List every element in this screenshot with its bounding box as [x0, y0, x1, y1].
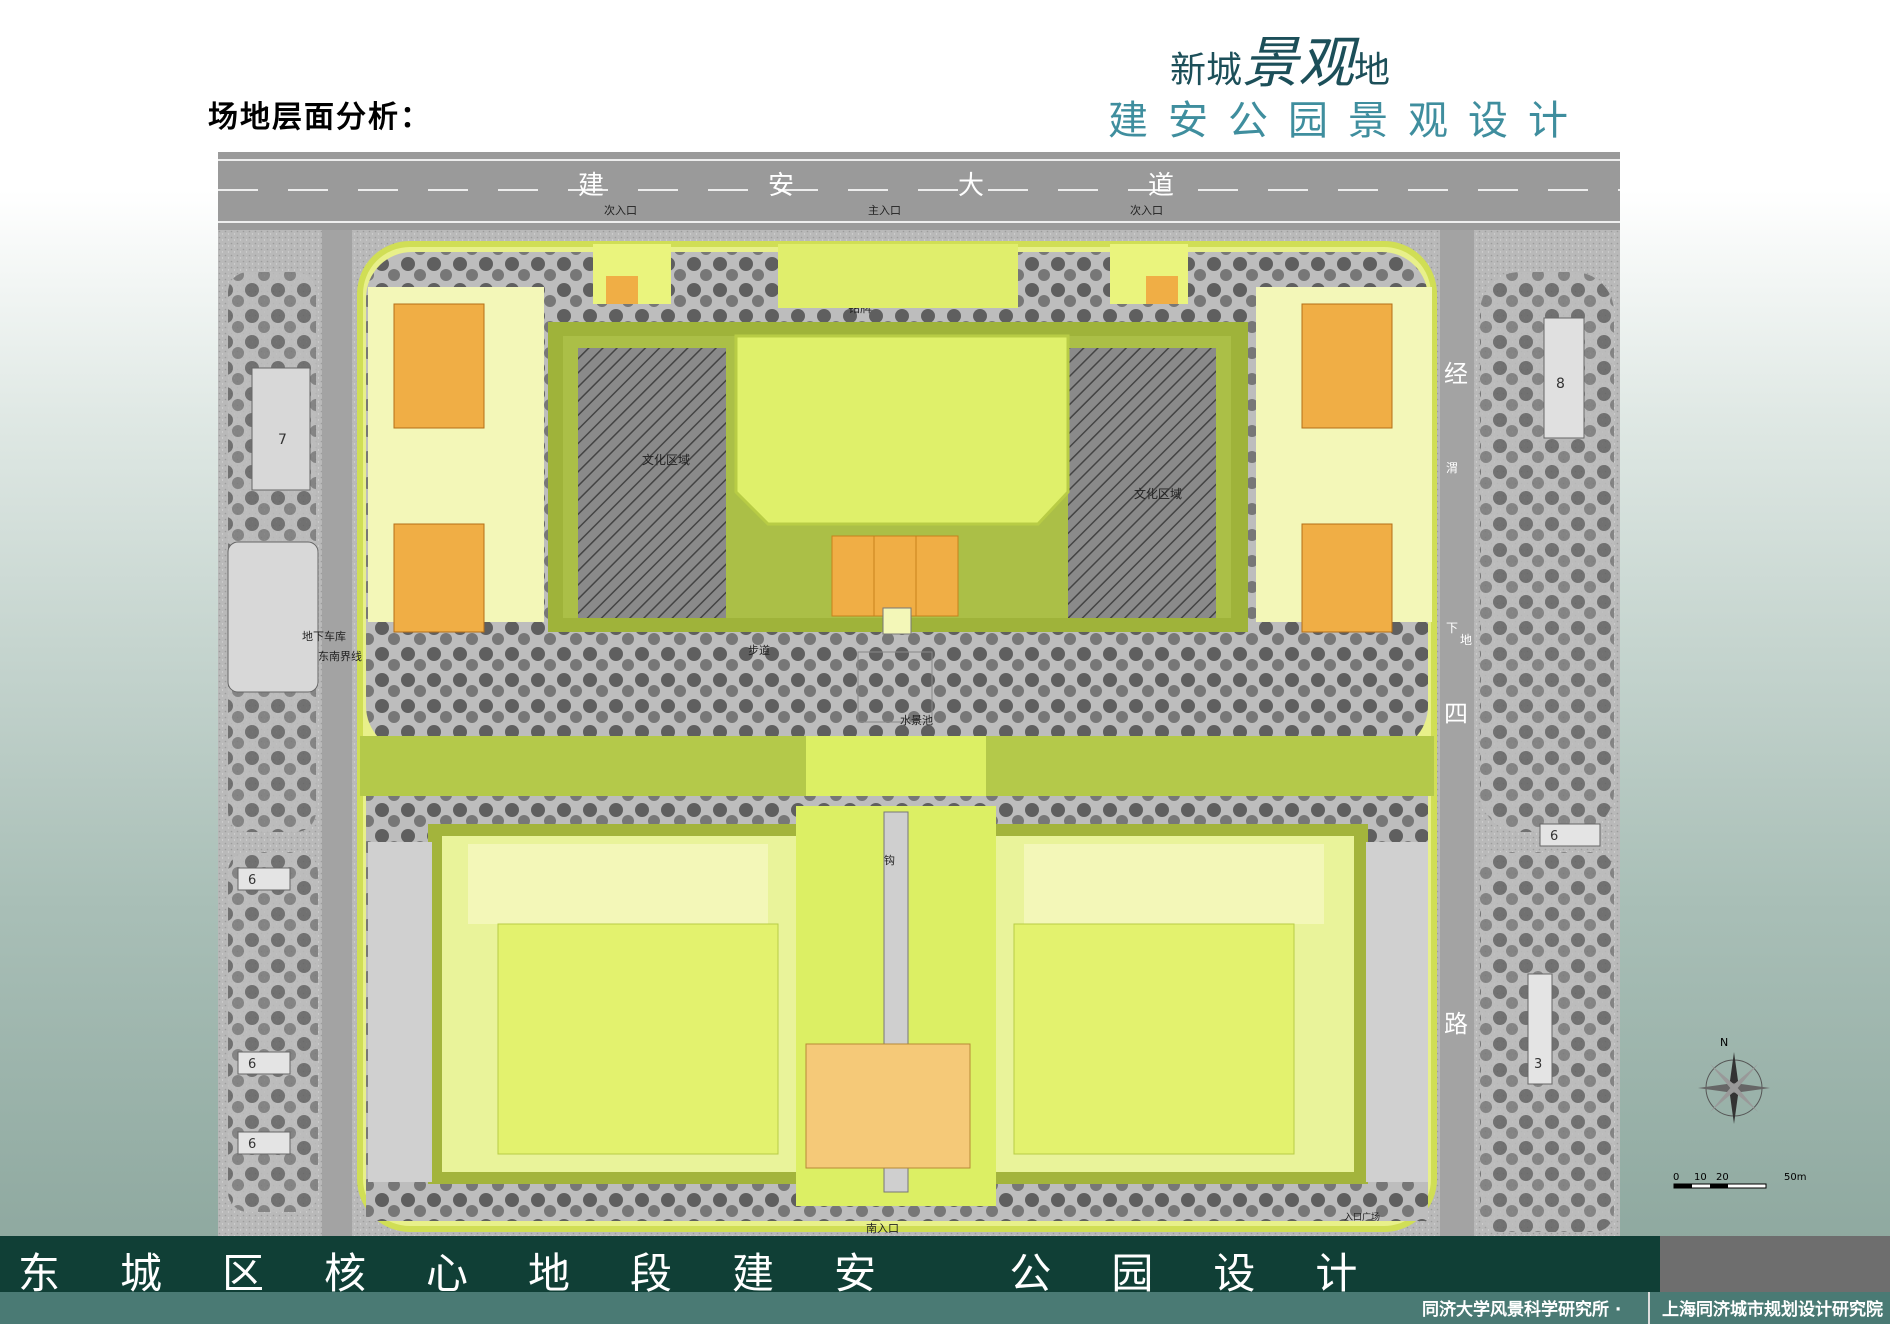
- central-axis-north: [806, 736, 986, 806]
- building-number-8: 8: [1556, 376, 1565, 392]
- right-road-char-3: 路: [1444, 1010, 1468, 1038]
- bridge-label: 钩: [884, 853, 895, 867]
- lawn-sw: [468, 844, 768, 924]
- entrance-right-label: 次入口: [1130, 203, 1163, 217]
- institution-right: 上海同济城市规划设计研究院: [1662, 1300, 1883, 1320]
- parking-label: 地下车库: [302, 629, 346, 643]
- water-feature-label: 水景池: [900, 714, 933, 727]
- footer-title: 东城区核心地段建安 公园设计: [18, 1249, 1418, 1298]
- brand-logo: 新城景观地: [1170, 18, 1390, 99]
- right-road-small-2: 下: [1446, 621, 1458, 635]
- central-lawn: [734, 334, 1070, 526]
- entrance-main-label: 主入口: [868, 204, 901, 217]
- cultural-area-right-label: 文化区域: [1134, 486, 1182, 501]
- institution-separator: [1648, 1292, 1650, 1324]
- path-label: 步道: [748, 643, 770, 657]
- brand-small: 新城: [1170, 50, 1243, 91]
- entrance-left-label: 次入口: [604, 203, 637, 217]
- building-number-7: 7: [278, 432, 287, 448]
- scale-bar: [1673, 1183, 1767, 1189]
- compass-label: N: [1720, 1036, 1728, 1049]
- road-char-3: 大: [958, 171, 984, 201]
- footer-bar: 东城区核心地段建安 公园设计: [0, 1236, 1890, 1298]
- right-road-char-2: 四: [1444, 700, 1468, 728]
- cultural-area-left-label: 文化区域: [642, 452, 690, 467]
- right-road-small-1: 渭: [1446, 461, 1458, 475]
- project-subtitle: 建安公园景观设计: [1108, 98, 1588, 144]
- building-number-6b: 6: [248, 1057, 256, 1072]
- road-char-1: 建: [578, 171, 604, 201]
- right-road-small-3: 地: [1460, 633, 1472, 647]
- institution-left: 同济大学风景科学研究所 ·: [1422, 1300, 1622, 1320]
- brand-large: 景观: [1242, 31, 1355, 96]
- lawn-sw-main: [497, 923, 779, 1155]
- sheet-title: 场地层面分析：: [208, 100, 432, 135]
- north-arrow-icon: N: [1698, 1036, 1770, 1124]
- site-plan: 7 6 6 6 8 6 3 铭牌 文化区域 文化区域 水景池 步道 地下车库 东…: [218, 152, 1620, 1236]
- scale-label-10: 10: [1694, 1172, 1707, 1183]
- footer-gray-block: [1660, 1236, 1890, 1292]
- lawn-se: [1024, 844, 1324, 924]
- road-char-2: 安: [768, 171, 794, 201]
- south-pavilion: [805, 1043, 971, 1169]
- pavilion-se: [1301, 523, 1393, 633]
- road-char-4: 道: [1148, 171, 1174, 201]
- water-feature: [857, 651, 933, 723]
- right-road-char-1: 经: [1444, 360, 1468, 388]
- central-pavilion: [831, 535, 959, 617]
- pavilion-sw: [393, 523, 485, 633]
- lawn-se-main: [1013, 923, 1295, 1155]
- building-number-6d: 6: [1550, 829, 1558, 844]
- south-entrance-label: 南入口: [866, 1222, 899, 1235]
- brand-suffix: 地: [1354, 50, 1391, 91]
- pavilion-nw: [393, 303, 485, 429]
- scale-label-0: 0: [1673, 1172, 1680, 1183]
- cultural-area-left: [578, 348, 726, 618]
- building-number-6c: 6: [248, 1137, 256, 1152]
- scale-label-50: 50m: [1784, 1172, 1807, 1183]
- corner-small-label: 入口广场: [1344, 1211, 1380, 1223]
- cultural-area-right: [1068, 348, 1216, 618]
- left-road: [322, 230, 352, 1236]
- jingsi-road: [1440, 230, 1474, 1236]
- boundary-label: 东南界线: [318, 649, 362, 663]
- building-number-3: 3: [1534, 1057, 1542, 1072]
- scale-label-20: 20: [1716, 1172, 1729, 1183]
- footer-lower-bar: [0, 1292, 1890, 1324]
- building-number-6a: 6: [248, 873, 256, 888]
- pavilion-ne: [1301, 303, 1393, 429]
